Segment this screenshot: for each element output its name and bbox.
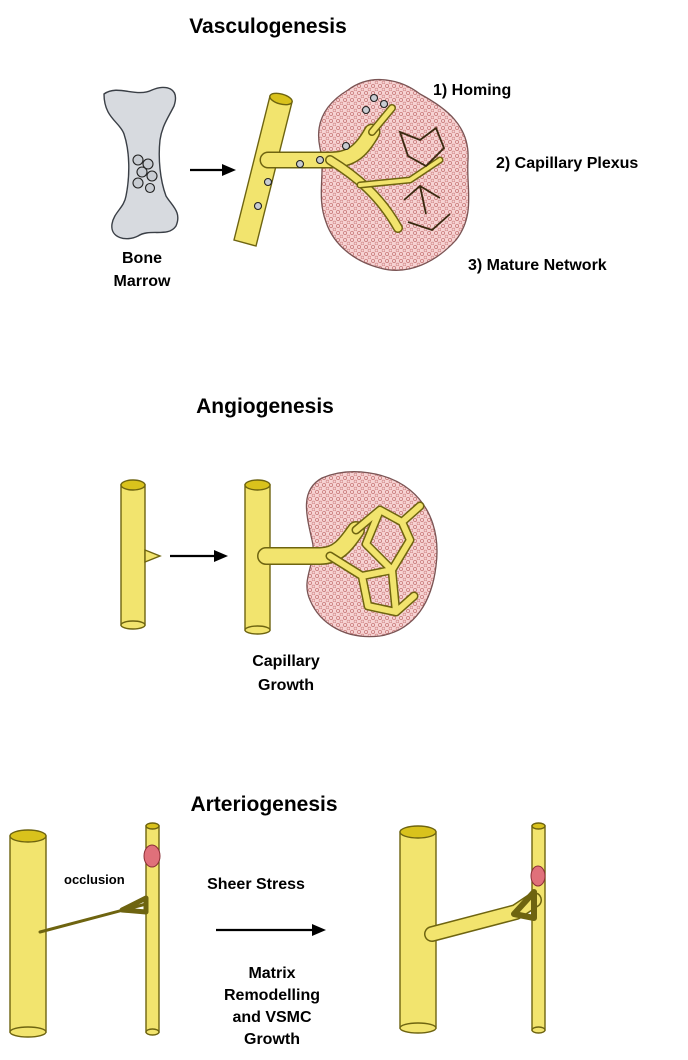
capillary-label-line2: Growth bbox=[258, 677, 314, 694]
occlusion-label: occlusion bbox=[64, 872, 125, 887]
arrow-icon bbox=[216, 924, 326, 936]
collateral-vessel-thin bbox=[40, 898, 146, 932]
arrow-icon bbox=[190, 164, 236, 176]
panel-title: Arteriogenesis bbox=[190, 793, 337, 816]
collateral-vessel-enlarged bbox=[432, 892, 534, 934]
step-plexus-label: 2) Capillary Plexus bbox=[496, 155, 638, 172]
remodelling-label-line3: and VSMC bbox=[232, 1009, 312, 1026]
step-network-label: 3) Mature Network bbox=[468, 257, 607, 274]
bone-label-line2: Marrow bbox=[114, 273, 171, 290]
blood-vessel bbox=[121, 480, 160, 629]
panel-title: Vasculogenesis bbox=[189, 15, 347, 38]
arrow-icon bbox=[170, 550, 228, 562]
occlusion-marker bbox=[531, 866, 545, 886]
remodelling-label-line4: Growth bbox=[244, 1031, 300, 1048]
bone-label-line1: Bone bbox=[122, 250, 162, 267]
vasculogenesis-panel: Vasculogenesis Bone Marrow bbox=[104, 15, 638, 290]
remodelling-label-line1: Matrix bbox=[248, 965, 295, 982]
blood-vessel-small bbox=[532, 823, 545, 1033]
remodelling-label-line2: Remodelling bbox=[224, 987, 320, 1004]
capillary-label-line1: Capillary bbox=[252, 653, 320, 670]
occlusion-marker bbox=[144, 845, 160, 867]
arteriogenesis-panel: Arteriogenesis occlusion Sheer Stress Ma… bbox=[10, 793, 545, 1048]
panel-title: Angiogenesis bbox=[196, 395, 334, 418]
angiogenesis-panel: Angiogenesis Capillary Growth bbox=[121, 395, 437, 694]
step-homing-label: 1) Homing bbox=[433, 82, 511, 99]
sheer-stress-label: Sheer Stress bbox=[207, 876, 305, 893]
blood-vessel-large bbox=[10, 830, 46, 1037]
